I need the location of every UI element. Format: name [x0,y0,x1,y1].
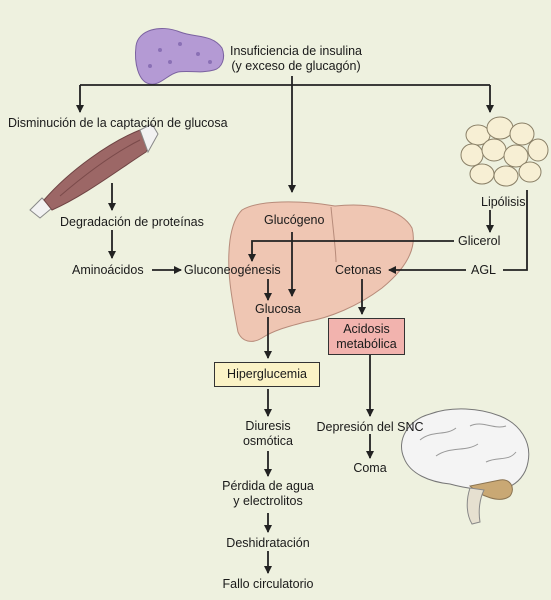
brain-illustration [401,408,530,525]
hyperglycemia-box: Hiperglucemia [214,362,320,387]
acidosis-line1: Acidosis [343,322,390,336]
hyperglycemia-label: Hiperglucemia [227,367,307,381]
glucose-uptake-label: Disminución de la captación de glucosa [8,116,228,130]
osmotic-diuresis-line1: Diuresis [245,419,291,433]
glycerol-label: Glicerol [458,234,501,248]
liver-illustration [228,201,414,342]
dehydration-label: Deshidratación [226,536,310,550]
glycogen-label: Glucógeno [264,213,325,227]
insulin-deficiency-label: Insuficiencia de insulina (y exceso de g… [212,44,380,74]
osmotic-diuresis-label: Diuresis osmótica [228,419,308,449]
osmotic-diuresis-line2: osmótica [242,434,294,448]
water-electrolyte-loss-label: Pérdida de agua y electrolitos [208,479,328,509]
glucose-label: Glucosa [255,302,301,316]
protein-breakdown-label: Degradación de proteínas [60,215,204,229]
coma-label: Coma [353,461,387,475]
cns-depression-label: Depresión del SNC [316,420,424,434]
amino-acids-label: Aminoácidos [72,263,144,277]
insulin-deficiency-line1: Insuficiencia de insulina [229,44,363,58]
ketones-label: Cetonas [335,263,382,277]
acidosis-line2: metabólica [336,337,397,351]
fat-cells-illustration [460,116,549,187]
water-loss-line1: Pérdida de agua [222,479,314,493]
flow-arrows [76,76,528,574]
pancreas-illustration [135,28,225,85]
muscle-illustration [29,123,159,219]
lipolysis-label: Lipólisis [481,195,526,209]
gluconeogenesis-label: Gluconeogénesis [184,263,281,277]
acidosis-box: Acidosis metabólica [328,318,405,355]
ffa-label: AGL [471,263,497,277]
insulin-deficiency-line2: (y exceso de glucagón) [231,59,361,73]
water-loss-line2: y electrolitos [233,494,303,508]
circulatory-failure-label: Fallo circulatorio [222,577,314,591]
